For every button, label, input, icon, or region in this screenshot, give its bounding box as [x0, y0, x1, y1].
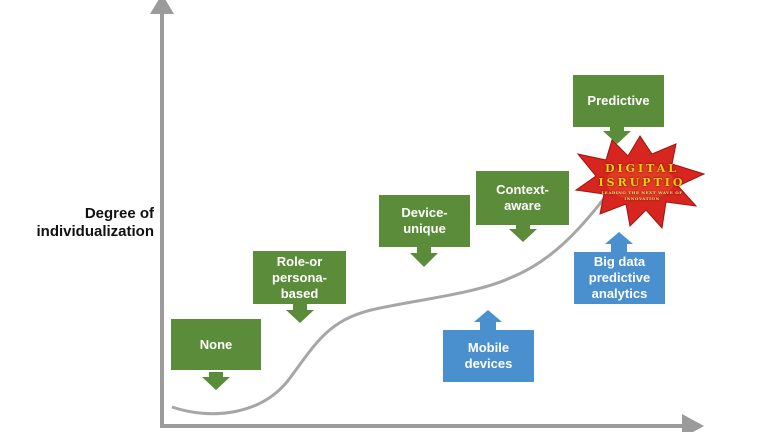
arrow-device: [410, 246, 438, 267]
arrow-predictive: [603, 126, 631, 144]
arrow-none: [202, 372, 230, 390]
digital-disruption-logo: DIGITAL ISRUPTIO LEADING THE NEXT WAVE O…: [572, 140, 708, 226]
x-axis-arrowhead: [682, 414, 704, 432]
growth-curve: [171, 195, 608, 416]
arrow-mobile: [474, 310, 502, 330]
logo-line-1: DIGITAL: [604, 162, 680, 175]
stage-predictive: Predictive: [573, 75, 664, 127]
stage-device-unique: Device-unique: [379, 195, 470, 247]
stage-context-aware: Context-aware: [476, 171, 569, 225]
logo-tagline: LEADING THE NEXT WAVE OF INNOVATION: [601, 190, 683, 201]
arrow-role: [286, 303, 314, 323]
starburst-glow: [606, 164, 674, 200]
stage-none: None: [171, 319, 261, 370]
arrow-context: [509, 224, 537, 242]
y-axis-arrowhead: [150, 0, 174, 14]
logo-line-2: ISRUPTIO: [598, 176, 686, 189]
arrow-bigdata: [605, 232, 633, 252]
